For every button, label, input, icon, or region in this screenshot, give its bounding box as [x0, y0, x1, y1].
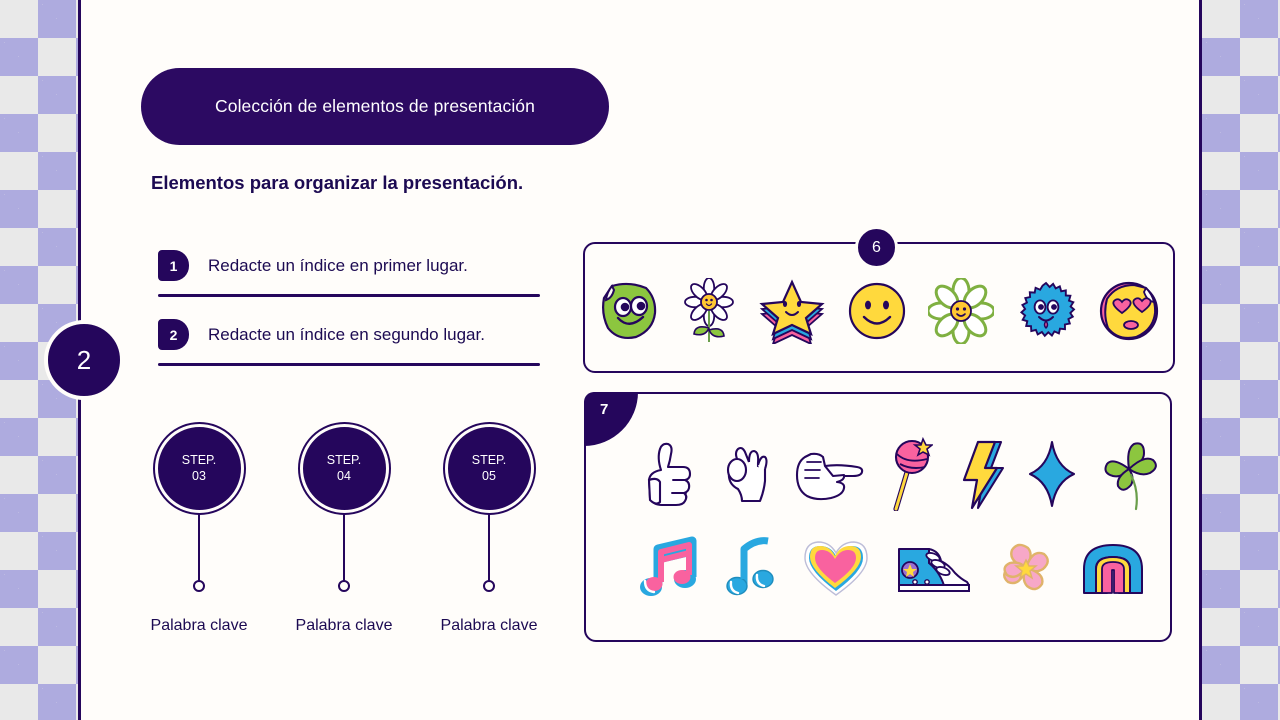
white-daisy-flower-icon [684, 278, 734, 342]
step-connector-line [488, 513, 490, 581]
thumbs-up-hand-icon [647, 442, 692, 507]
yellow-smiley-face-icon [848, 282, 906, 340]
page-title: Colección de elementos de presentación [215, 96, 535, 116]
pink-pinwheel-flower-icon [1002, 543, 1049, 591]
four-leaf-clover-icon [1104, 442, 1157, 511]
panel-6-number-badge: 6 [855, 226, 898, 269]
index-number-chip: 2 [158, 319, 189, 350]
sparkle-icon [1029, 440, 1076, 508]
steps-group: STEP. 03 Palabra clave STEP. 04 Palabra … [150, 422, 538, 635]
step-keyword-label: Palabra clave [150, 617, 248, 634]
section-number-label: 2 [76, 344, 92, 375]
section-number-badge: 2 [44, 320, 124, 400]
step-connector-dot [483, 580, 495, 592]
step-circle: STEP. 03 [152, 422, 246, 515]
step-prefix-label: STEP. [326, 452, 362, 467]
step-number-label: 04 [337, 468, 351, 483]
step-prefix-label: STEP. [471, 452, 507, 467]
sticker-row-panel-6 [598, 278, 1160, 344]
green-smiley-sticker-icon [602, 282, 657, 340]
green-outline-daisy-icon [928, 278, 994, 344]
index-item-2: 2 Redacte un índice en segundo lugar. [158, 319, 540, 366]
index-item-text: Redacte un índice en primer lugar. [208, 255, 468, 275]
rainbow-icon [1082, 544, 1143, 594]
step-item: STEP. 03 Palabra clave [150, 422, 248, 635]
step-connector-dot [338, 580, 350, 592]
pink-heart-icon [804, 541, 868, 596]
step-number-label: 05 [482, 468, 496, 483]
step-connector-dot [193, 580, 205, 592]
step-number-label: 03 [192, 468, 206, 483]
panel-6-number-label: 6 [872, 238, 881, 256]
lollipop-icon [893, 437, 933, 511]
vertical-rule-right [1199, 0, 1202, 720]
heart-eyes-face-icon [1099, 281, 1159, 341]
yellow-star-icon [759, 279, 825, 344]
sticker-row-panel-7-top [640, 437, 1160, 511]
page-subtitle: Elementos para organizar la presentación… [151, 172, 524, 193]
ok-hand-icon [726, 446, 768, 503]
index-item-1: 1 Redacte un índice en primer lugar. [158, 250, 540, 297]
index-item-text: Redacte un índice en segundo lugar. [208, 324, 485, 344]
blue-sneaker-icon [898, 548, 971, 592]
blue-spiky-blob-face-icon [1019, 281, 1076, 338]
index-underline [158, 363, 540, 366]
step-circle: STEP. 05 [442, 422, 536, 515]
pointing-finger-hand-icon [796, 452, 864, 501]
checkered-pattern-right [1202, 0, 1280, 720]
step-item: STEP. 05 Palabra clave [440, 422, 538, 635]
index-number-label: 2 [169, 326, 178, 343]
step-circle: STEP. 04 [297, 422, 391, 515]
sticker-row-panel-7-bottom [640, 535, 1146, 601]
sticker-panel-7 [584, 392, 1172, 642]
panel-7-number-label: 7 [600, 401, 609, 418]
step-item: STEP. 04 Palabra clave [295, 422, 393, 635]
index-underline [158, 294, 540, 297]
double-music-note-icon [640, 536, 697, 596]
index-number-chip: 1 [158, 250, 189, 281]
step-connector-line [343, 513, 345, 581]
single-music-note-icon [726, 537, 775, 596]
step-keyword-label: Palabra clave [440, 617, 538, 634]
lightning-bolt-icon [962, 440, 1004, 510]
step-prefix-label: STEP. [181, 452, 217, 467]
index-number-label: 1 [169, 257, 178, 274]
slide-title-pill: Colección de elementos de presentación [141, 68, 609, 145]
step-keyword-label: Palabra clave [295, 617, 393, 634]
step-connector-line [198, 513, 200, 581]
